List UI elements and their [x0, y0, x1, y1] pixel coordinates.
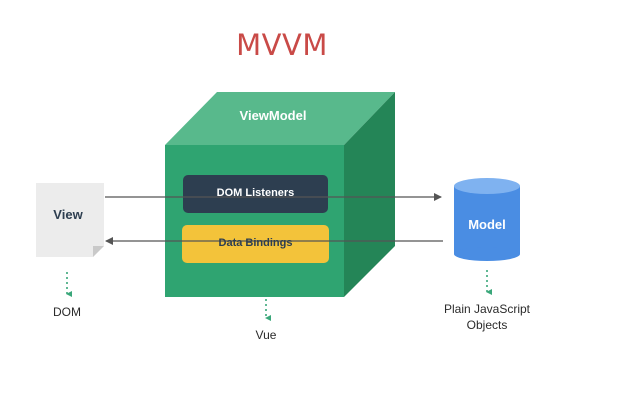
dom-listeners-label: DOM Listeners [216, 187, 295, 199]
data-bindings-box [182, 225, 329, 263]
model-description-line1: Plain JavaScript [443, 302, 531, 316]
dom-label: DOM [53, 305, 81, 319]
model-label: Model [468, 217, 506, 232]
model-database-icon [454, 178, 520, 261]
data-bindings-label: Data Bindings [218, 237, 293, 249]
viewmodel-label: ViewModel [239, 108, 307, 123]
cube-top-face [165, 92, 395, 145]
diagram-title: MVVM [236, 28, 328, 62]
view-document-icon [36, 183, 104, 257]
view-label: View [53, 207, 83, 222]
vue-label: Vue [255, 328, 277, 342]
cube-front-face [165, 145, 344, 297]
dom-listeners-box [183, 175, 328, 213]
model-description-line2: Objects [466, 318, 508, 332]
viewmodel-cube [165, 92, 395, 297]
cube-side-face [344, 92, 395, 297]
